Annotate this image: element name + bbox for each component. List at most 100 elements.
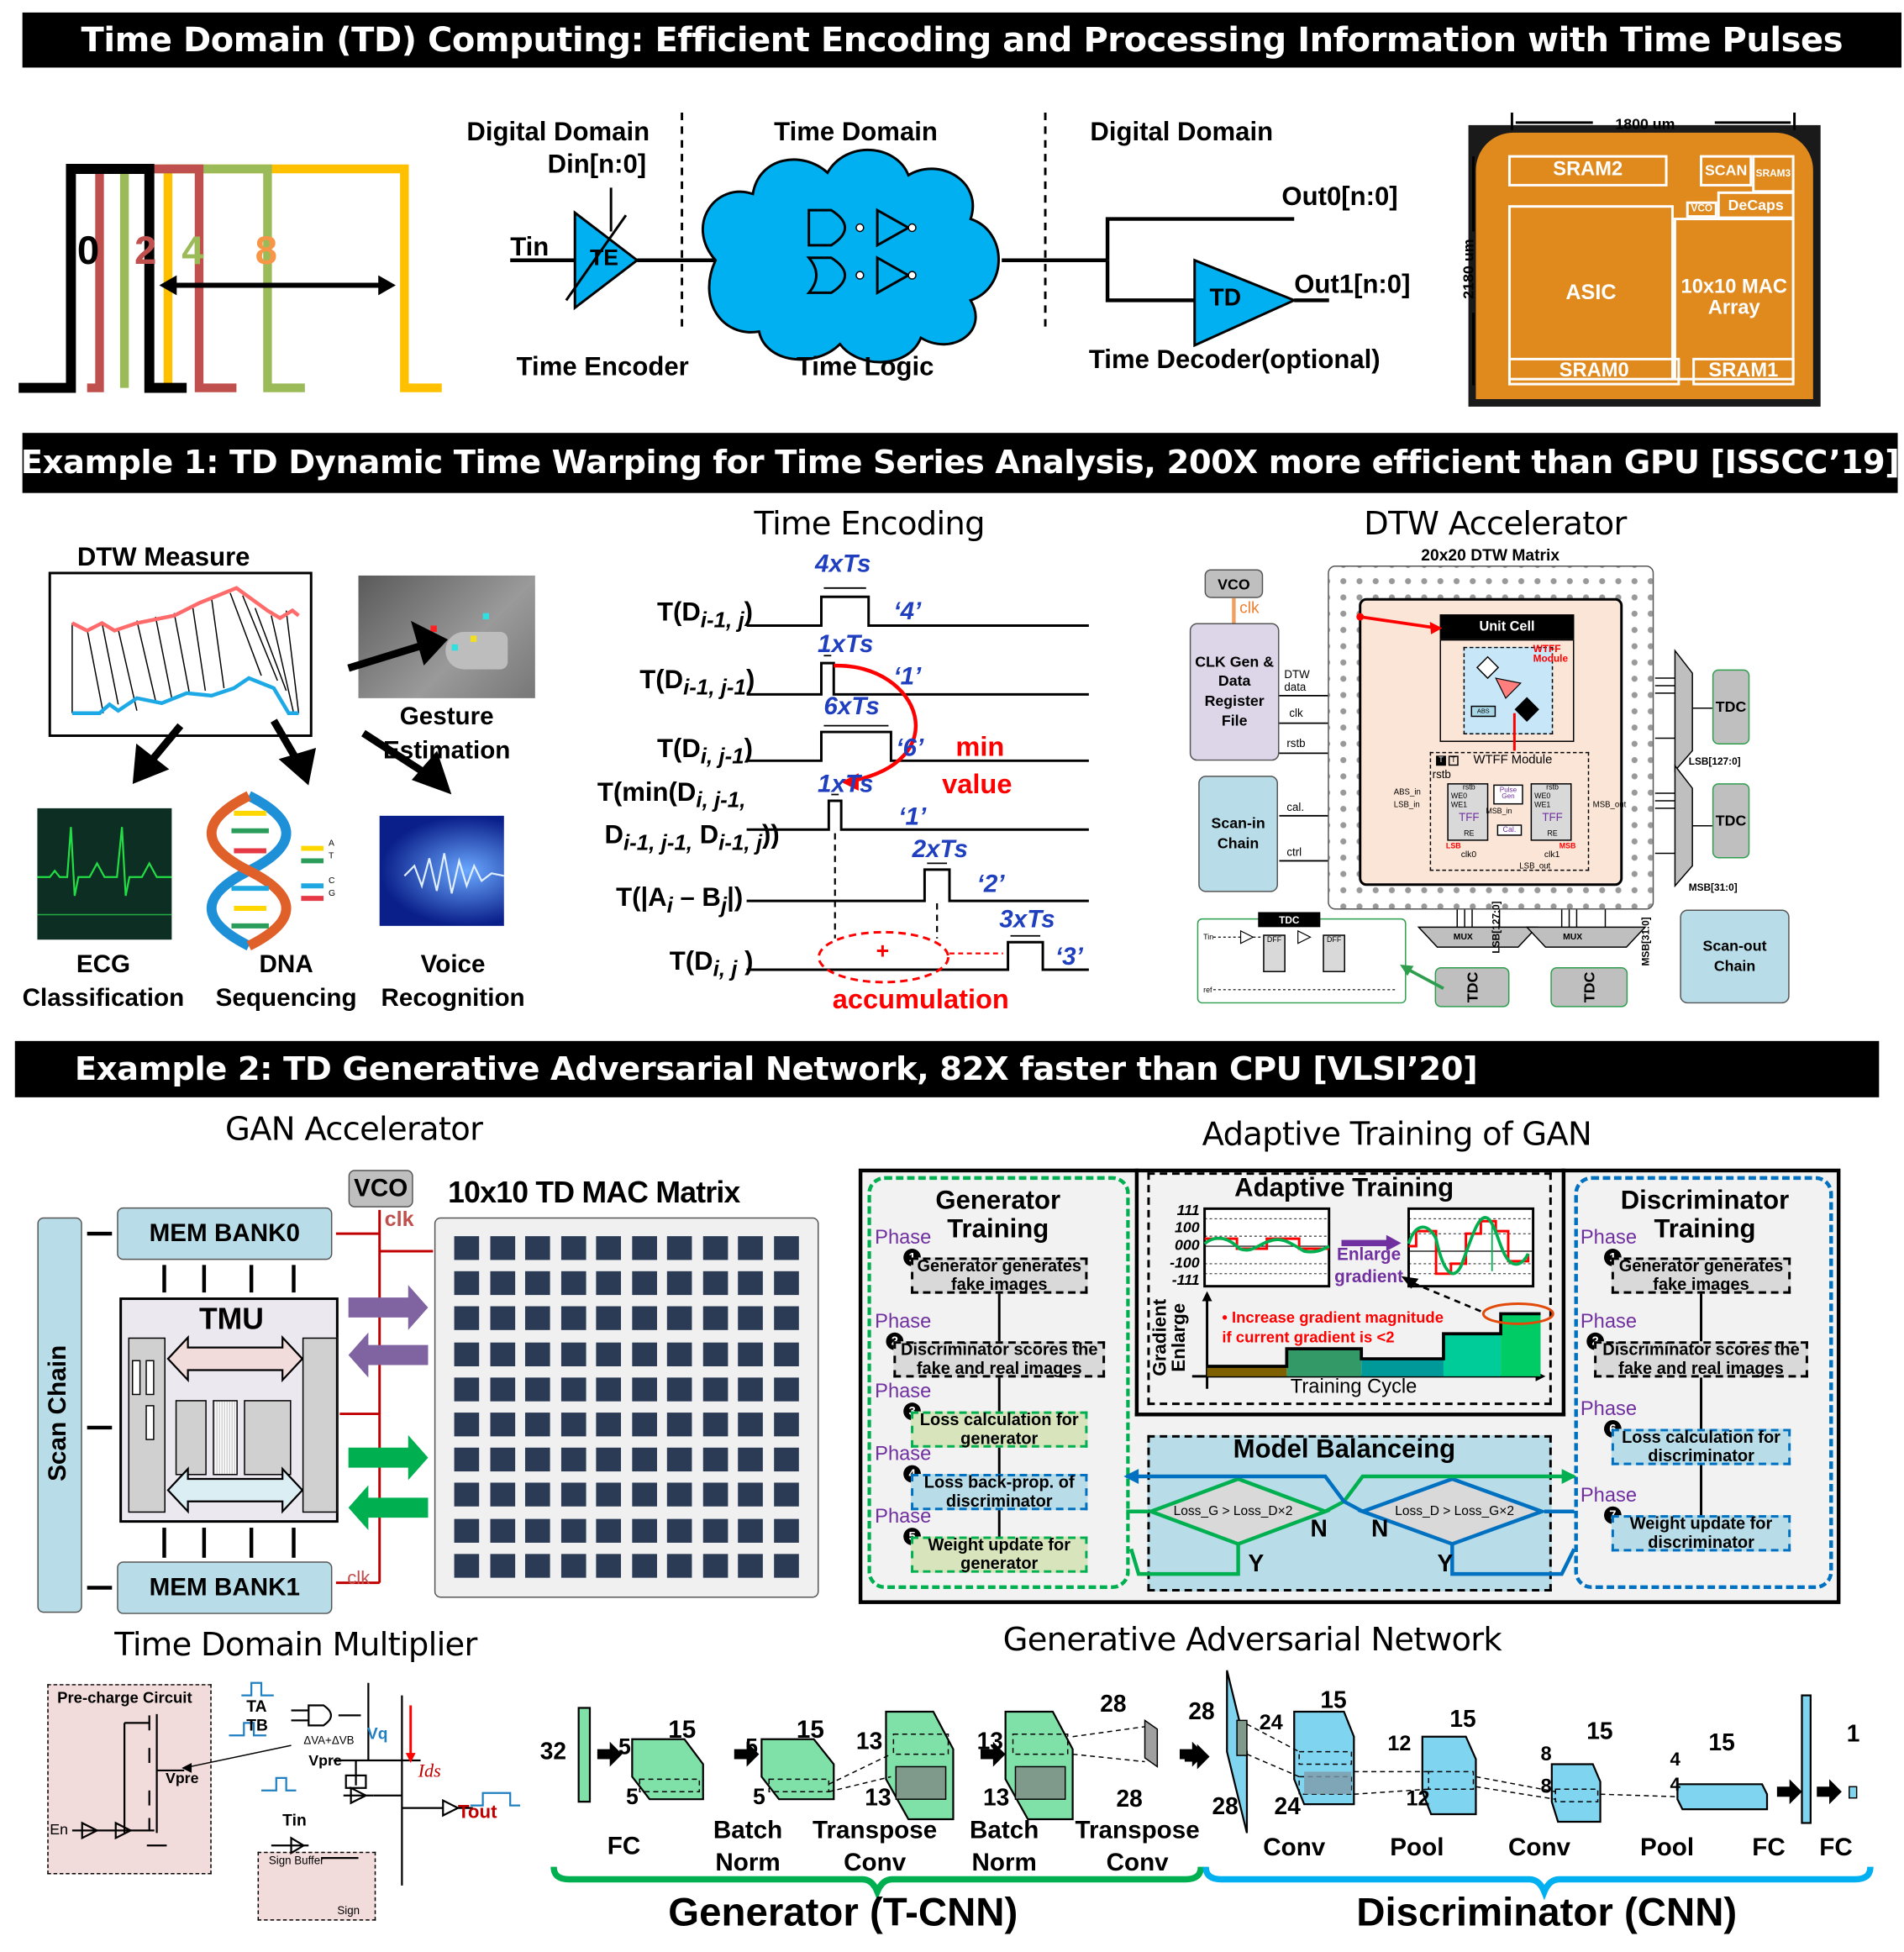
disc-pool1-block	[1421, 1735, 1477, 1816]
caption-time-logic: Time Logic	[796, 352, 934, 382]
gradient-plot-before	[1203, 1207, 1331, 1288]
layer-label: Transpose Conv	[1075, 1817, 1200, 1877]
mac-cell	[524, 1448, 550, 1472]
flow-arrow-icon	[1700, 1377, 1703, 1429]
training-step: Loss calculation for discriminator	[1611, 1428, 1791, 1465]
mac-cell	[738, 1483, 763, 1507]
dim-label: 15	[1320, 1687, 1347, 1714]
flow-arrow-icon	[1700, 1293, 1703, 1342]
mac-cell	[596, 1271, 622, 1296]
mac-cell	[631, 1342, 657, 1366]
mac-cell	[738, 1307, 763, 1331]
mac-cell	[631, 1413, 657, 1437]
mac-cell	[524, 1377, 550, 1402]
dim-label: 24	[1274, 1794, 1301, 1821]
model-balancing-flow	[1123, 1469, 1577, 1576]
dim-label: 8	[1540, 1776, 1552, 1798]
dtw-measure-title: DTW Measure	[76, 543, 250, 572]
msb-bus-label-bottom: MSB[31:0]	[1639, 917, 1652, 966]
dim-label: 24	[1259, 1710, 1283, 1734]
main-title-banner: Time Domain (TD) Computing: Efficient En…	[22, 12, 1901, 68]
unit-cell-header: Unit Cell	[1439, 614, 1575, 639]
mac-cell	[454, 1483, 480, 1507]
time-logic-cloud	[702, 148, 1000, 364]
chip-width-label: 1800 um	[1615, 114, 1675, 133]
dim-label: 13	[982, 1785, 1010, 1813]
yes-label-d: Y	[1437, 1551, 1454, 1578]
discriminator-label: Discriminator (CNN)	[1356, 1889, 1738, 1934]
dim-label: 15	[796, 1716, 824, 1744]
series-b	[71, 676, 299, 715]
dtw-measure-plot	[48, 571, 313, 738]
gen-output-image	[1144, 1718, 1159, 1768]
dtw-tdc-bottom-1: TDC	[1434, 966, 1510, 1008]
layer-label: Conv	[1507, 1834, 1571, 1862]
mac-cell	[666, 1483, 692, 1507]
adaptive-inner-divider	[1134, 1168, 1566, 1417]
mac-cell	[454, 1342, 480, 1366]
gan-accelerator-title: GAN Accelerator	[225, 1111, 483, 1149]
mac-cell	[666, 1448, 692, 1472]
phase-label: Phase	[1580, 1227, 1638, 1250]
arrow-left	[159, 275, 177, 296]
out0-label: Out0[n:0]	[1281, 182, 1398, 212]
tmu-block: TMU	[119, 1297, 339, 1523]
mac-cell	[666, 1554, 692, 1578]
abs-in-label: ABS_in	[1393, 788, 1421, 797]
mac-cell	[489, 1307, 515, 1331]
mac-cell	[596, 1518, 622, 1543]
abs-block: ABS	[1470, 705, 1496, 718]
mac-cell	[631, 1518, 657, 1543]
mac-cell	[702, 1342, 728, 1366]
din-label: Din[n:0]	[547, 150, 647, 179]
mac-cell	[738, 1554, 763, 1578]
y-tick-label: -100	[1170, 1253, 1200, 1271]
dv-label: ΔVA+ΔVB	[303, 1734, 355, 1747]
mac-cell	[773, 1271, 799, 1296]
pulse-3	[119, 164, 305, 392]
dim-label: 1	[1846, 1721, 1860, 1749]
mac-cell	[773, 1236, 799, 1260]
gradient-enlarge-chart	[1191, 1276, 1554, 1389]
mac-cell	[596, 1413, 622, 1437]
mac-cell	[454, 1554, 480, 1578]
training-cycle-axis-label: Training Cycle	[1290, 1376, 1417, 1398]
gen-bn1-block	[760, 1738, 835, 1801]
mux-bottom-2	[1525, 926, 1647, 948]
time-decoder-symbol	[1193, 258, 1298, 348]
mac-cell	[702, 1483, 728, 1507]
gen-tc1-block	[885, 1710, 955, 1821]
mac-cell	[631, 1448, 657, 1472]
mac-cell	[702, 1307, 728, 1331]
mac-cell	[560, 1483, 586, 1507]
mac-cell	[454, 1307, 480, 1331]
voice-image	[379, 815, 505, 926]
mac-cell	[454, 1271, 480, 1296]
flow-arrow-icon	[997, 1377, 1001, 1412]
mac-cell	[738, 1377, 763, 1402]
phase-label: Phase	[875, 1444, 932, 1465]
mac-cell	[489, 1342, 515, 1366]
waveform-3	[746, 799, 1089, 831]
en-label: En	[50, 1820, 68, 1839]
mem-bank1: MEM BANK1	[117, 1561, 333, 1614]
signal-label-3: T(min(Di, j-1, Di-1, j-1, Di-1, j))	[597, 778, 780, 855]
no-label-d: N	[1371, 1516, 1389, 1543]
enlarge-arrow	[1341, 1234, 1402, 1251]
dtw-tdc-right-2: TDC	[1712, 783, 1750, 859]
data-arrow-green-in	[348, 1485, 429, 1531]
multiplier-title: Time Domain Multiplier	[114, 1626, 477, 1665]
gen-fc-block	[631, 1738, 704, 1801]
mac-cell	[596, 1236, 622, 1260]
gradient-enlarge-axis-label: Gradient Enlarge	[1149, 1298, 1190, 1376]
signal-label-0: T(Di-1, j)	[656, 597, 754, 633]
discriminator-training-title: Discriminator Training	[1620, 1186, 1790, 1244]
value-label-1: ‘1’	[893, 663, 922, 691]
dim-label: 5	[753, 1784, 765, 1810]
dtw-application-arrows	[132, 620, 452, 795]
pulse-value-2: 2	[134, 227, 157, 273]
y-tick-label: -111	[1171, 1271, 1200, 1289]
vpre-label-outer: Vpre	[308, 1751, 342, 1770]
mac-cell	[560, 1448, 586, 1472]
